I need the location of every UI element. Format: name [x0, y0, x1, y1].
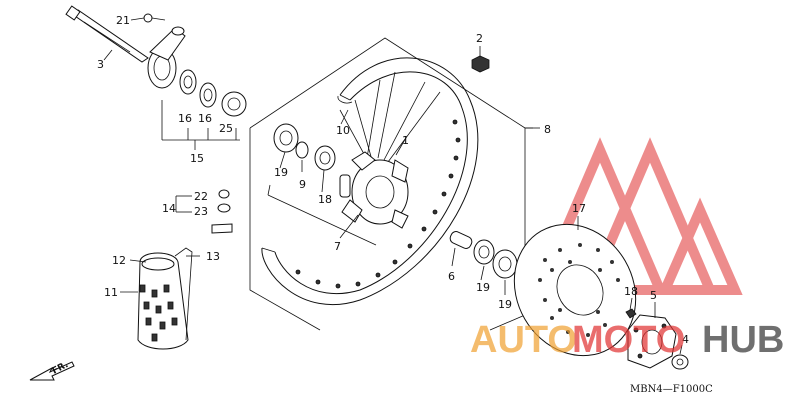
leader-lines	[103, 17, 683, 355]
watermark-part1: AUTO	[470, 319, 577, 361]
disc-nut	[671, 354, 689, 370]
callout-23: 22	[194, 190, 208, 203]
brake-disc	[513, 223, 637, 357]
front-direction-indicator: FR.	[29, 360, 75, 381]
callout-1: 1	[402, 134, 409, 147]
callout-10: 10	[336, 124, 350, 137]
disc-spacer	[627, 314, 677, 369]
callout-16b: 16	[198, 112, 212, 125]
watermark-part3: HUB	[702, 319, 784, 361]
callout-19a: 18	[318, 193, 332, 206]
callout-24: 23	[194, 205, 208, 218]
front-label: FR.	[51, 360, 70, 377]
callout-labels: 3 21 2 1 10 8 16 16 25 15 19 9 18 22 14 …	[97, 14, 689, 346]
callout-2: 2	[476, 32, 483, 45]
callout-14: 14	[162, 202, 176, 215]
callout-9: 9	[299, 178, 306, 191]
spokes-bundle	[137, 247, 193, 350]
wheel-spokes	[339, 71, 441, 171]
spoke-nipples	[139, 284, 178, 342]
callout-20: 19	[274, 166, 288, 179]
callout-25: 25	[219, 122, 233, 135]
callout-8: 8	[544, 123, 551, 136]
bolt-group-14	[175, 189, 233, 234]
callout-17: 17	[572, 202, 586, 215]
callout-5: 5	[650, 289, 657, 302]
rim-spoke-holes	[295, 119, 461, 289]
callout-11: 11	[104, 286, 118, 299]
hub-right-parts	[449, 231, 518, 279]
callout-16a: 16	[178, 112, 192, 125]
wheel-hub	[339, 151, 409, 229]
watermark-text: AUTO MOTO HUB	[470, 319, 784, 361]
hub-left-parts	[267, 123, 377, 246]
axle	[65, 5, 149, 63]
diagram-code: MBN4—F1000C	[630, 384, 713, 395]
callout-21: 19	[498, 298, 512, 311]
callout-4: 4	[682, 333, 689, 346]
callout-3: 3	[97, 58, 104, 71]
watermark-part2: MOTO	[572, 319, 685, 361]
callout-18: 18	[624, 285, 638, 298]
callout-7: 7	[334, 240, 341, 253]
callout-19b: 19	[476, 281, 490, 294]
axle-nut	[471, 55, 490, 73]
wheel-rim	[261, 57, 479, 306]
speedometer-gearbox	[143, 13, 186, 89]
callout-13: 13	[206, 250, 220, 263]
seals-group	[179, 69, 247, 117]
disc-holes	[538, 243, 620, 337]
callout-22: 21	[116, 14, 130, 27]
callout-15: 15	[190, 152, 204, 165]
callout-12: 12	[112, 254, 126, 267]
callout-bracket-15	[161, 100, 240, 150]
callout-6: 6	[448, 270, 455, 283]
